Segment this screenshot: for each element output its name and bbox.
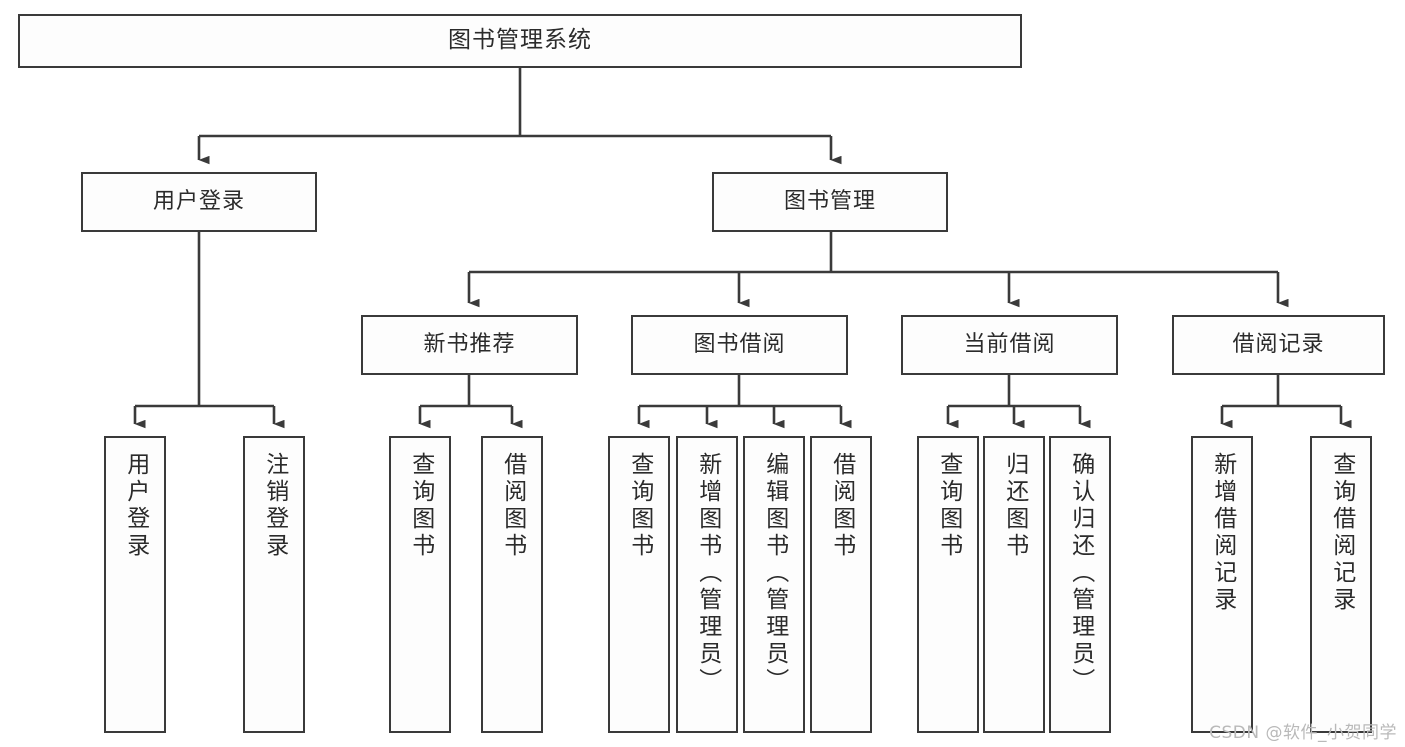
node-leaf-return-book-label: 归还图书 (1001, 452, 1028, 560)
node-leaf-user-login[interactable]: 用户登录 (104, 436, 166, 733)
node-leaf-return-book[interactable]: 归还图书 (983, 436, 1045, 733)
node-leaf-add-book[interactable]: 新增图书（管理员） (676, 436, 738, 733)
node-borrow-record[interactable]: 借阅记录 (1172, 315, 1385, 375)
node-current-borrow-label: 当前借阅 (963, 332, 1056, 358)
node-leaf-query-record[interactable]: 查询借阅记录 (1310, 436, 1372, 733)
node-leaf-query-book-2[interactable]: 查询图书 (608, 436, 670, 733)
node-book-borrow[interactable]: 图书借阅 (631, 315, 848, 375)
node-leaf-add-record-label: 新增借阅记录 (1209, 452, 1236, 614)
node-root-label: 图书管理系统 (448, 27, 592, 54)
node-book-manage[interactable]: 图书管理 (712, 172, 948, 232)
node-leaf-logout[interactable]: 注销登录 (243, 436, 305, 733)
node-leaf-query-book-1[interactable]: 查询图书 (389, 436, 451, 733)
node-new-book-recommend[interactable]: 新书推荐 (361, 315, 578, 375)
node-borrow-record-label: 借阅记录 (1232, 332, 1325, 358)
node-current-borrow[interactable]: 当前借阅 (901, 315, 1118, 375)
node-leaf-query-book-3[interactable]: 查询图书 (917, 436, 979, 733)
node-leaf-edit-book-label: 编辑图书（管理员） (761, 452, 788, 695)
node-leaf-confirm-return-label: 确认归还（管理员） (1067, 452, 1094, 695)
node-leaf-edit-book[interactable]: 编辑图书（管理员） (743, 436, 805, 733)
node-leaf-query-book-3-label: 查询图书 (935, 452, 962, 560)
node-leaf-query-book-1-label: 查询图书 (407, 452, 434, 560)
node-leaf-query-book-2-label: 查询图书 (626, 452, 653, 560)
node-leaf-query-record-label: 查询借阅记录 (1328, 452, 1355, 614)
node-book-borrow-label: 图书借阅 (693, 332, 786, 358)
node-root[interactable]: 图书管理系统 (18, 14, 1022, 68)
node-user-login-label: 用户登录 (152, 189, 245, 215)
node-leaf-add-book-label: 新增图书（管理员） (694, 452, 721, 695)
node-leaf-borrow-book-1[interactable]: 借阅图书 (481, 436, 543, 733)
node-leaf-borrow-book-2[interactable]: 借阅图书 (810, 436, 872, 733)
node-book-manage-label: 图书管理 (783, 189, 876, 215)
node-leaf-borrow-book-2-label: 借阅图书 (828, 452, 855, 560)
node-new-book-recommend-label: 新书推荐 (423, 332, 516, 358)
node-leaf-add-record[interactable]: 新增借阅记录 (1191, 436, 1253, 733)
node-user-login[interactable]: 用户登录 (81, 172, 317, 232)
node-leaf-confirm-return[interactable]: 确认归还（管理员） (1049, 436, 1111, 733)
node-leaf-logout-label: 注销登录 (261, 452, 288, 560)
node-leaf-user-login-label: 用户登录 (122, 452, 149, 560)
node-leaf-borrow-book-1-label: 借阅图书 (499, 452, 526, 560)
